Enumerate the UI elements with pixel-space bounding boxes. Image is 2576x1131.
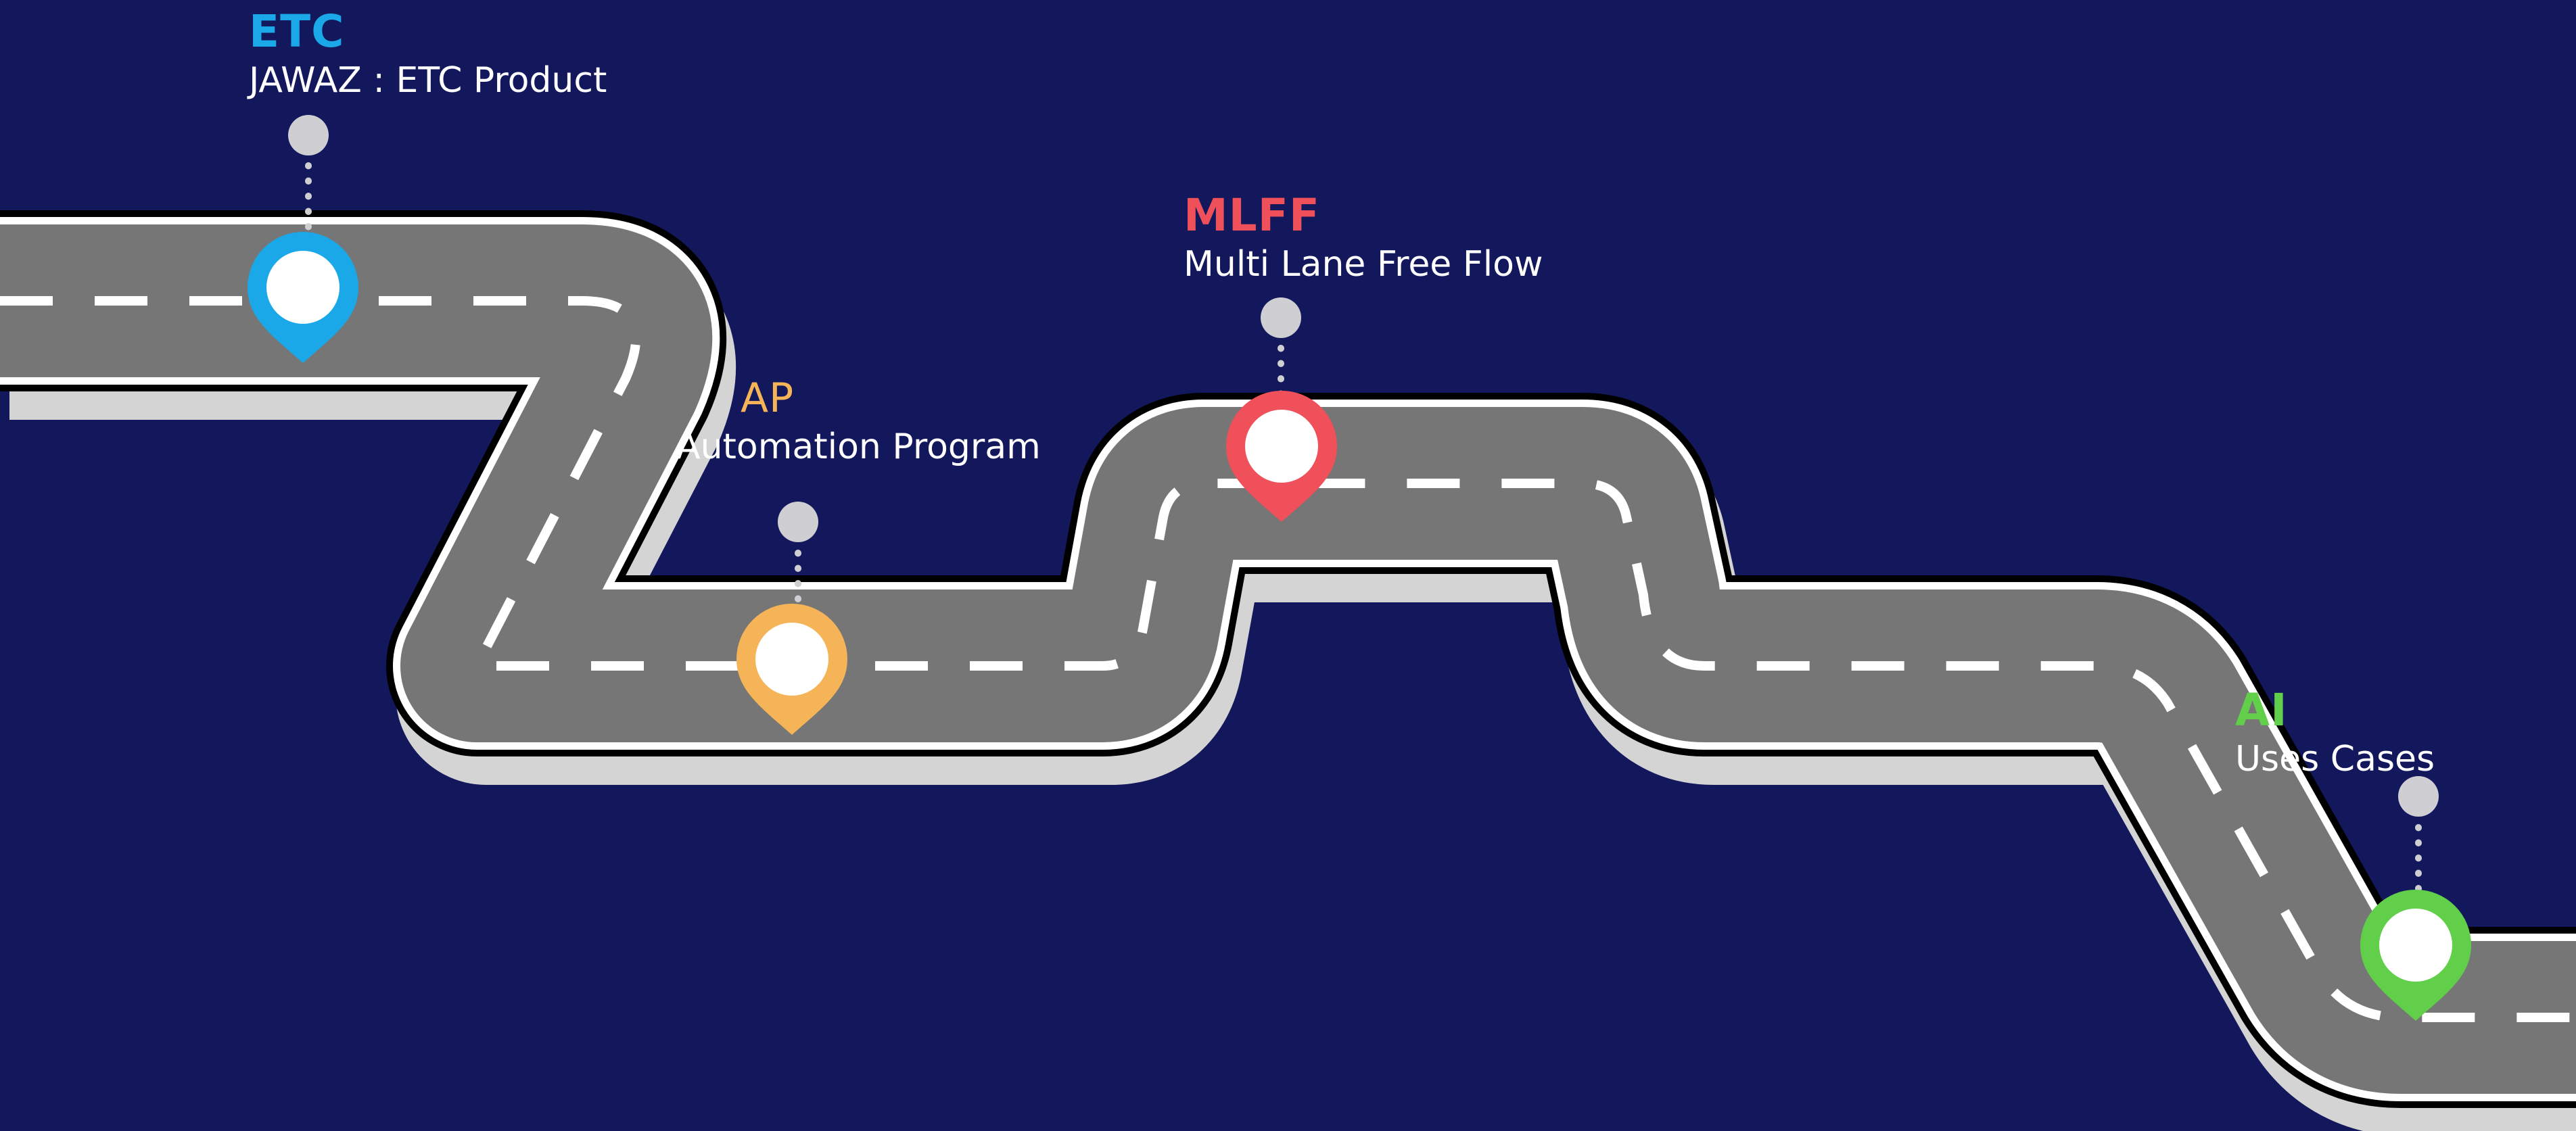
connector-dot xyxy=(288,115,329,155)
connector-dot xyxy=(778,502,818,542)
connector-mlff xyxy=(1261,297,1301,409)
milestone-ai: AI Uses Cases xyxy=(2235,684,2435,781)
map-pin-icon xyxy=(2360,889,2471,1021)
milestone-etc: ETC JAWAZ : ETC Product xyxy=(249,5,607,103)
connector-dot xyxy=(2398,776,2439,817)
milestone-ap: AP Automation Program xyxy=(676,372,1041,469)
map-pin-icon xyxy=(248,231,358,363)
milestone-mlff: MLFF Multi Lane Free Flow xyxy=(1184,189,1543,287)
milestone-title: AP xyxy=(741,375,795,422)
milestone-title: ETC xyxy=(249,5,345,57)
map-pin-icon xyxy=(736,603,847,735)
milestone-subtitle: Multi Lane Free Flow xyxy=(1184,244,1543,285)
connector-ai xyxy=(2398,776,2439,909)
milestone-title: AI xyxy=(2235,684,2288,736)
connector-etc xyxy=(288,115,329,254)
milestone-subtitle: Automation Program xyxy=(676,427,1041,467)
connector-ap xyxy=(778,502,818,615)
connector-dot xyxy=(1261,297,1301,338)
map-pin-icon xyxy=(1226,390,1337,522)
milestone-subtitle: JAWAZ : ETC Product xyxy=(249,60,607,101)
milestone-subtitle: Uses Cases xyxy=(2235,739,2435,779)
milestone-title: MLFF xyxy=(1184,189,1320,241)
